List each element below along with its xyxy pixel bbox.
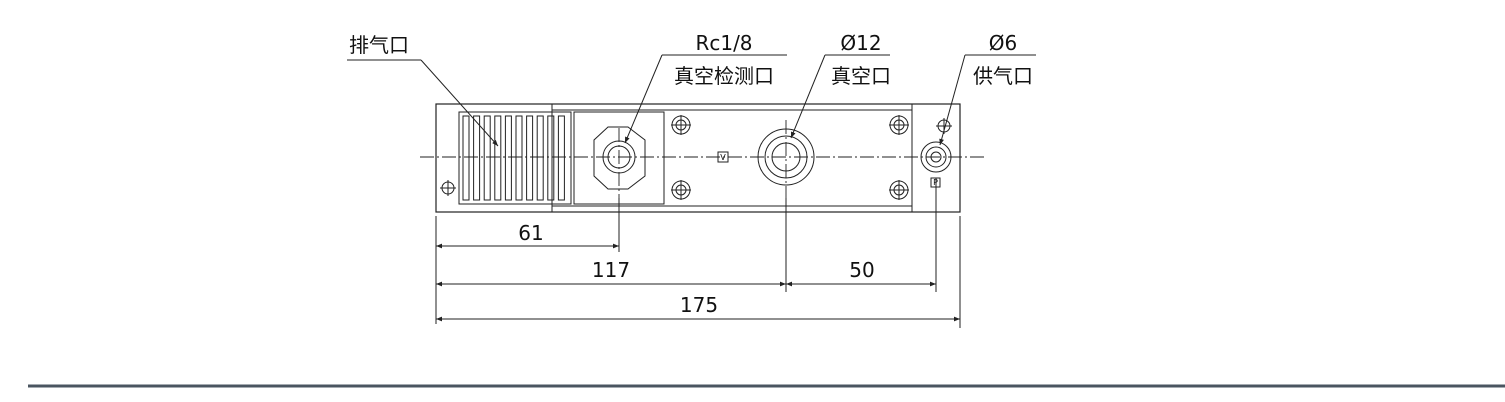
vacuum-check-port-label: 真空检测口 <box>674 64 774 88</box>
silencer-slot <box>483 115 491 201</box>
silencer-slot <box>547 115 555 201</box>
vacuum-port-label: 真空口 <box>831 64 891 88</box>
silencer-slot <box>536 115 544 201</box>
silencer-slot <box>473 115 481 201</box>
exhaust-port-label: 排气口 <box>349 33 409 57</box>
silencer-slot <box>557 115 565 201</box>
dimension-61-text: 61 <box>518 221 543 245</box>
vacuum-check-size-label: Rc1/8 <box>695 31 752 55</box>
supply-size-label: Ø6 <box>989 31 1017 55</box>
mounting-holes <box>440 115 952 200</box>
dimension-61: 61 <box>436 221 619 249</box>
supply-port-label: 供气口 <box>973 64 1033 88</box>
dimension-117: 117 <box>436 258 786 287</box>
silencer-slot <box>515 115 523 201</box>
extension-lines <box>435 178 961 328</box>
dimension-117-text: 117 <box>592 258 630 282</box>
silencer-slot <box>504 115 512 201</box>
exhaust-silencer-grille <box>458 111 572 205</box>
leader-lines <box>347 54 1036 147</box>
dimension-50-text: 50 <box>849 258 874 282</box>
center-lines <box>420 120 985 198</box>
dimension-50: 50 <box>786 258 936 287</box>
tag-v-text: V <box>720 153 726 162</box>
dimension-175-text: 175 <box>680 293 718 317</box>
dimension-175: 175 <box>436 293 960 322</box>
ejector-body <box>435 103 961 213</box>
silencer-slot <box>462 115 470 201</box>
silencer-slot <box>494 115 502 201</box>
vacuum-size-label: Ø12 <box>840 31 881 55</box>
silencer-slot <box>526 115 534 201</box>
